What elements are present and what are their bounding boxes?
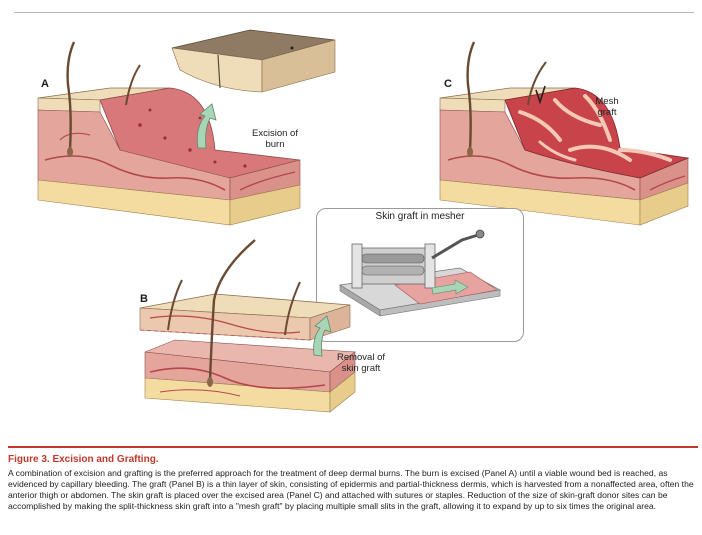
figure-caption: Figure 3. Excision and Grafting. A combi… [8, 446, 698, 512]
removal-of-skin-graft-label: Removal of skin graft [326, 352, 396, 374]
panel-b-label: B [140, 293, 148, 305]
caption-body: A combination of excision and grafting i… [8, 468, 698, 512]
caption-title: Figure 3. Excision and Grafting. [8, 454, 698, 465]
